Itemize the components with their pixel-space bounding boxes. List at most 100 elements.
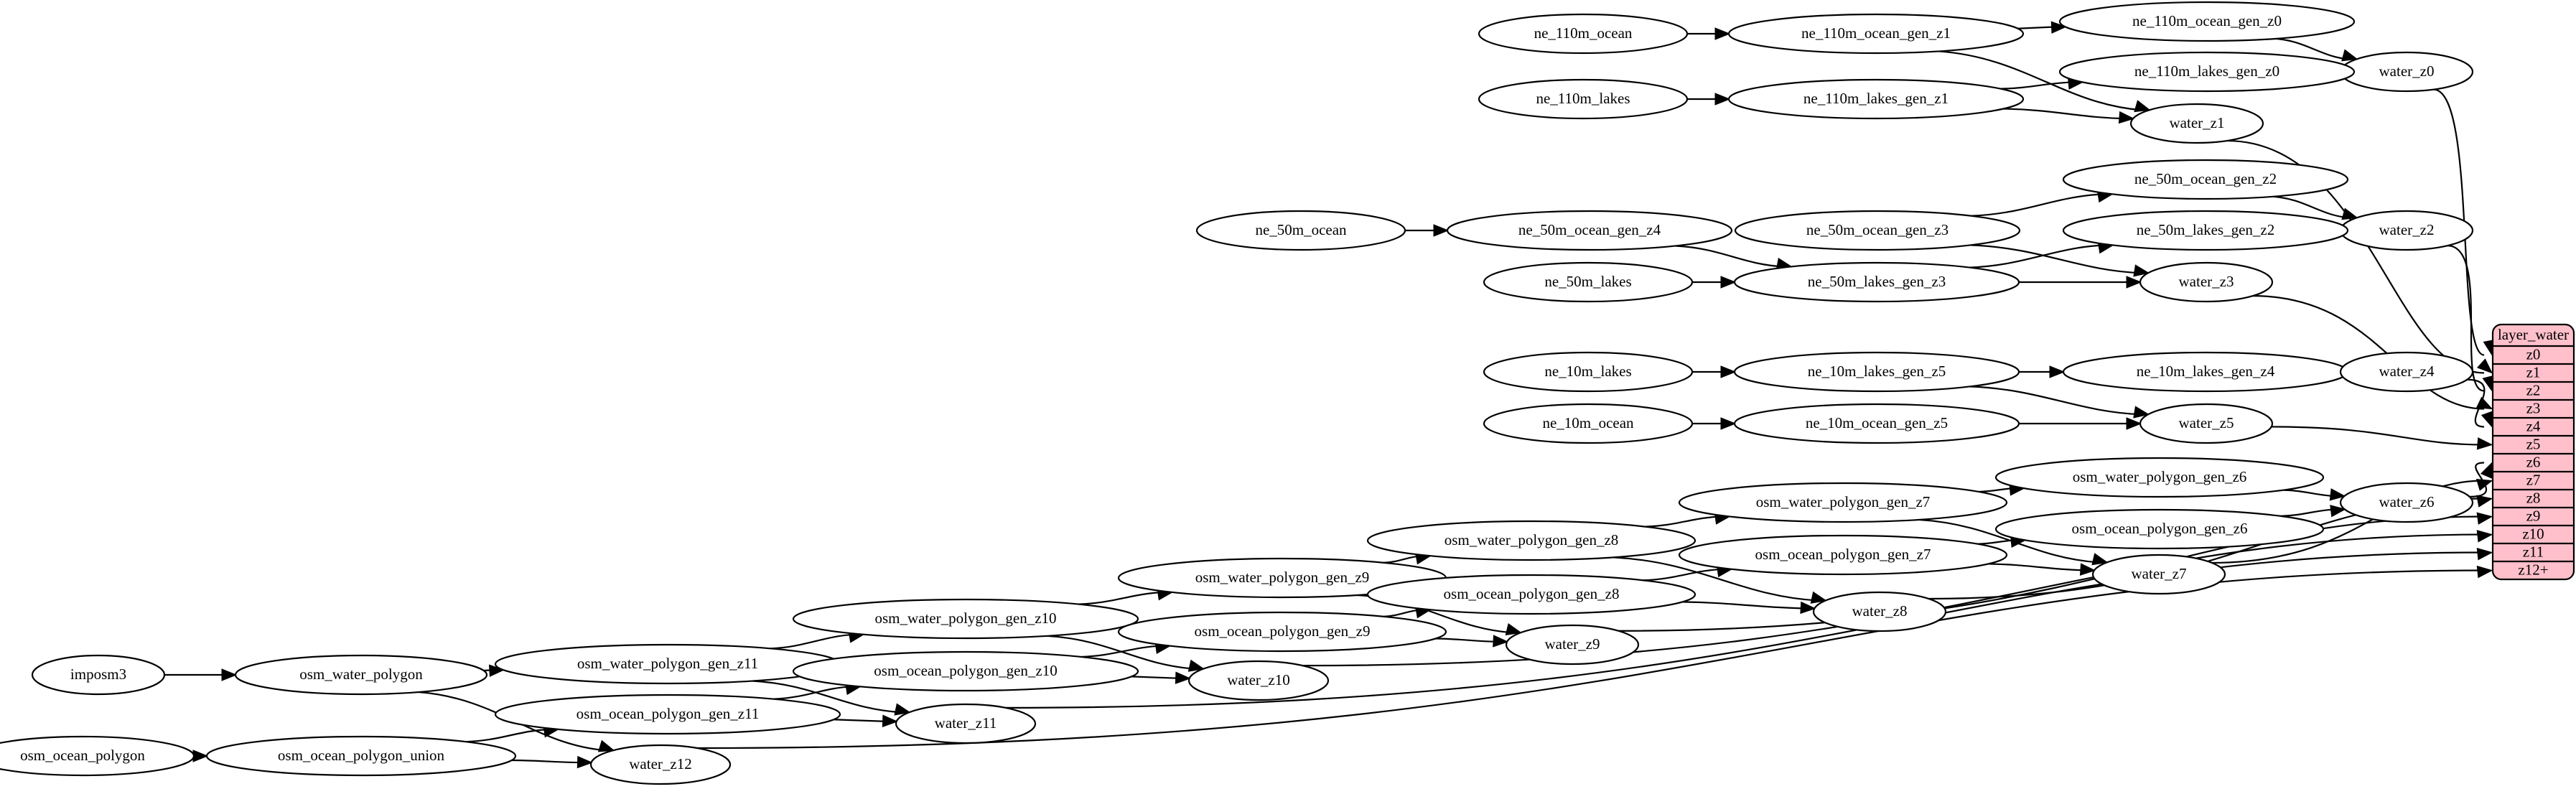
- graph-node[interactable]: osm_water_polygon_gen_z10: [792, 598, 1139, 640]
- record-row-z6[interactable]: z6: [2526, 453, 2541, 470]
- node-ellipse[interactable]: [1366, 574, 1697, 615]
- graph-node[interactable]: ne_110m_ocean: [1478, 13, 1689, 55]
- record-row-z9[interactable]: z9: [2526, 507, 2541, 524]
- node-ellipse[interactable]: [1812, 591, 1947, 632]
- node-ellipse[interactable]: [234, 654, 488, 696]
- record-background[interactable]: [2491, 323, 2575, 581]
- node-ellipse[interactable]: [2339, 351, 2474, 393]
- graph-node[interactable]: water_z2: [2339, 210, 2474, 251]
- graph-node[interactable]: osm_ocean_polygon_gen_z8: [1366, 574, 1697, 615]
- graph-node[interactable]: ne_50m_lakes_gen_z2: [2062, 210, 2349, 251]
- node-ellipse[interactable]: [2129, 103, 2264, 144]
- graph-node[interactable]: ne_50m_ocean_gen_z2: [2062, 159, 2349, 200]
- node-ellipse[interactable]: [1727, 78, 2025, 120]
- layer-water-record[interactable]: layer_waterz0z1z2z3z4z5z6z7z8z9z10z11z12…: [2491, 323, 2575, 581]
- graph-node[interactable]: osm_water_polygon_gen_z9: [1117, 557, 1447, 599]
- graph-node[interactable]: water_z4: [2339, 351, 2474, 393]
- graph-node[interactable]: water_z12: [589, 744, 732, 785]
- graph-node[interactable]: water_z9: [1505, 624, 1640, 666]
- graph-node[interactable]: ne_50m_ocean_gen_z3: [1734, 210, 2021, 251]
- record-row-z1[interactable]: z1: [2526, 363, 2541, 381]
- graph-node[interactable]: osm_ocean_polygon_gen_z7: [1678, 534, 2008, 576]
- record-row-z2[interactable]: z2: [2526, 381, 2541, 398]
- record-row-z11[interactable]: z11: [2523, 543, 2544, 560]
- graph-node[interactable]: ne_10m_ocean: [1483, 403, 1694, 444]
- node-ellipse[interactable]: [1505, 624, 1640, 666]
- graph-node[interactable]: water_z7: [2091, 554, 2226, 595]
- graph-node[interactable]: osm_water_polygon_gen_z6: [1994, 457, 2325, 498]
- node-ellipse[interactable]: [1994, 508, 2325, 550]
- node-ellipse[interactable]: [494, 694, 841, 735]
- record-row-z12+[interactable]: z12+: [2518, 561, 2548, 578]
- node-ellipse[interactable]: [2339, 482, 2474, 523]
- graph-node[interactable]: ne_50m_lakes_gen_z3: [1733, 261, 2020, 303]
- node-ellipse[interactable]: [1678, 534, 2008, 576]
- graph-node[interactable]: ne_50m_lakes: [1483, 261, 1694, 303]
- node-ellipse[interactable]: [1446, 210, 1733, 251]
- node-ellipse[interactable]: [1994, 457, 2325, 498]
- graph-node[interactable]: ne_50m_ocean: [1195, 210, 1406, 251]
- node-ellipse[interactable]: [895, 703, 1037, 744]
- node-ellipse[interactable]: [1733, 261, 2020, 303]
- node-ellipse[interactable]: [205, 735, 517, 777]
- graph-node[interactable]: osm_ocean_polygon: [0, 735, 195, 777]
- graph-node[interactable]: ne_10m_lakes_gen_z4: [2062, 351, 2349, 393]
- node-ellipse[interactable]: [1733, 351, 2020, 393]
- node-ellipse[interactable]: [31, 654, 166, 696]
- node-ellipse[interactable]: [1366, 520, 1697, 561]
- record-row-z4[interactable]: z4: [2526, 417, 2541, 434]
- node-ellipse[interactable]: [1478, 13, 1689, 55]
- graph-node[interactable]: ne_110m_lakes: [1478, 78, 1689, 120]
- node-ellipse[interactable]: [1195, 210, 1406, 251]
- record-row-z5[interactable]: z5: [2526, 435, 2541, 452]
- graph-node[interactable]: water_z1: [2129, 103, 2264, 144]
- node-ellipse[interactable]: [1117, 611, 1447, 653]
- graph-node[interactable]: imposm3: [31, 654, 166, 696]
- node-ellipse[interactable]: [2139, 403, 2274, 444]
- graph-node[interactable]: water_z8: [1812, 591, 1947, 632]
- graph-node[interactable]: ne_110m_ocean_gen_z1: [1727, 13, 2025, 55]
- graph-node[interactable]: water_z3: [2139, 261, 2274, 303]
- graph-node[interactable]: ne_110m_ocean_gen_z0: [2058, 1, 2356, 42]
- node-ellipse[interactable]: [1734, 210, 2021, 251]
- node-ellipse[interactable]: [2058, 1, 2356, 42]
- node-ellipse[interactable]: [2058, 51, 2356, 93]
- record-row-z0[interactable]: z0: [2526, 345, 2541, 363]
- node-ellipse[interactable]: [792, 598, 1139, 640]
- graph-node[interactable]: ne_110m_lakes_gen_z0: [2058, 51, 2356, 93]
- graph-node[interactable]: osm_ocean_polygon_gen_z6: [1994, 508, 2325, 550]
- node-ellipse[interactable]: [589, 744, 732, 785]
- record-row-z3[interactable]: z3: [2526, 399, 2541, 416]
- graph-node[interactable]: water_z0: [2339, 51, 2474, 93]
- record-row-z7[interactable]: z7: [2526, 471, 2541, 488]
- graph-node[interactable]: osm_ocean_polygon_gen_z11: [494, 694, 841, 735]
- graph-node[interactable]: ne_10m_lakes_gen_z5: [1733, 351, 2020, 393]
- node-ellipse[interactable]: [2091, 554, 2226, 595]
- node-ellipse[interactable]: [2062, 159, 2349, 200]
- node-ellipse[interactable]: [1187, 660, 1330, 701]
- graph-node[interactable]: ne_10m_lakes: [1483, 351, 1694, 393]
- node-ellipse[interactable]: [1483, 351, 1694, 393]
- graph-node[interactable]: osm_water_polygon_gen_z11: [494, 643, 841, 685]
- graph-node[interactable]: ne_110m_lakes_gen_z1: [1727, 78, 2025, 120]
- node-ellipse[interactable]: [1483, 403, 1694, 444]
- graph-node[interactable]: osm_ocean_polygon_gen_z10: [792, 650, 1139, 692]
- node-ellipse[interactable]: [2062, 210, 2349, 251]
- graph-node[interactable]: osm_water_polygon: [234, 654, 488, 696]
- graph-node[interactable]: water_z11: [895, 703, 1037, 744]
- node-ellipse[interactable]: [1478, 78, 1689, 120]
- graph-node[interactable]: osm_water_polygon_gen_z8: [1366, 520, 1697, 561]
- graph-node[interactable]: water_z5: [2139, 403, 2274, 444]
- graph-node[interactable]: osm_ocean_polygon_gen_z9: [1117, 611, 1447, 653]
- node-ellipse[interactable]: [2139, 261, 2274, 303]
- node-ellipse[interactable]: [1483, 261, 1694, 303]
- record-row-z10[interactable]: z10: [2522, 525, 2544, 542]
- node-ellipse[interactable]: [1678, 482, 2008, 523]
- graph-node[interactable]: osm_water_polygon_gen_z7: [1678, 482, 2008, 523]
- graph-node[interactable]: water_z10: [1187, 660, 1330, 701]
- node-ellipse[interactable]: [1727, 13, 2025, 55]
- graph-node[interactable]: ne_10m_ocean_gen_z5: [1733, 403, 2020, 444]
- node-ellipse[interactable]: [792, 650, 1139, 692]
- graph-node[interactable]: water_z6: [2339, 482, 2474, 523]
- node-ellipse[interactable]: [1733, 403, 2020, 444]
